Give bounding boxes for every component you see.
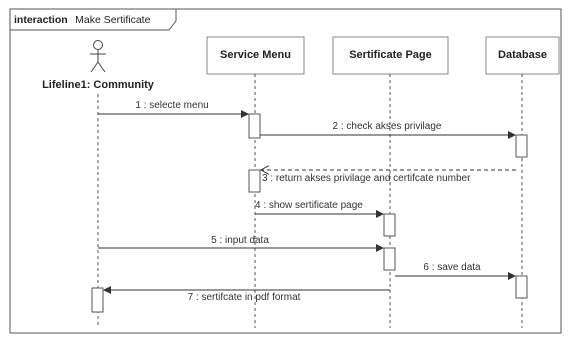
message-3-label: 3 : return akses privilage and certifcat… — [262, 173, 471, 184]
activation-service-menu-2 — [248, 169, 261, 193]
participant-service-menu-label: Service Menu — [220, 49, 291, 61]
participant-database-label: Database — [498, 49, 547, 61]
activation-database-1 — [515, 134, 528, 158]
participant-database — [485, 36, 560, 75]
actor-label: Lifeline1: Community — [42, 79, 155, 91]
activation-database-2 — [515, 275, 528, 299]
message-6-label: 6 : save data — [423, 262, 481, 273]
frame-name: Make Sertificate — [75, 14, 150, 26]
activation-sertificate-page-2 — [383, 247, 396, 271]
activation-sertificate-page-1 — [383, 213, 396, 237]
activation-service-menu-1 — [248, 113, 261, 139]
actor-community: Lifeline1: Community — [42, 40, 155, 91]
frame-keyword: interaction — [14, 14, 68, 26]
message-7-label: 7 : sertifcate in pdf format — [188, 292, 301, 303]
participant-sertificate-page-label: Sertificate Page — [349, 49, 432, 61]
message-1-label: 1 : selecte menu — [135, 100, 208, 111]
frame-title: interaction Make Sertificate — [14, 10, 151, 27]
stick-figure-icon — [90, 40, 106, 73]
frame-tab — [9, 8, 177, 31]
message-2-label: 2 : check akses privilage — [333, 121, 442, 132]
interaction-frame — [9, 8, 562, 334]
participant-sertificate-page — [332, 36, 449, 75]
message-5-label: 5 : input data — [211, 235, 269, 246]
activation-community-1 — [91, 287, 104, 313]
message-4-label: 4 : show sertificate page — [255, 200, 363, 211]
